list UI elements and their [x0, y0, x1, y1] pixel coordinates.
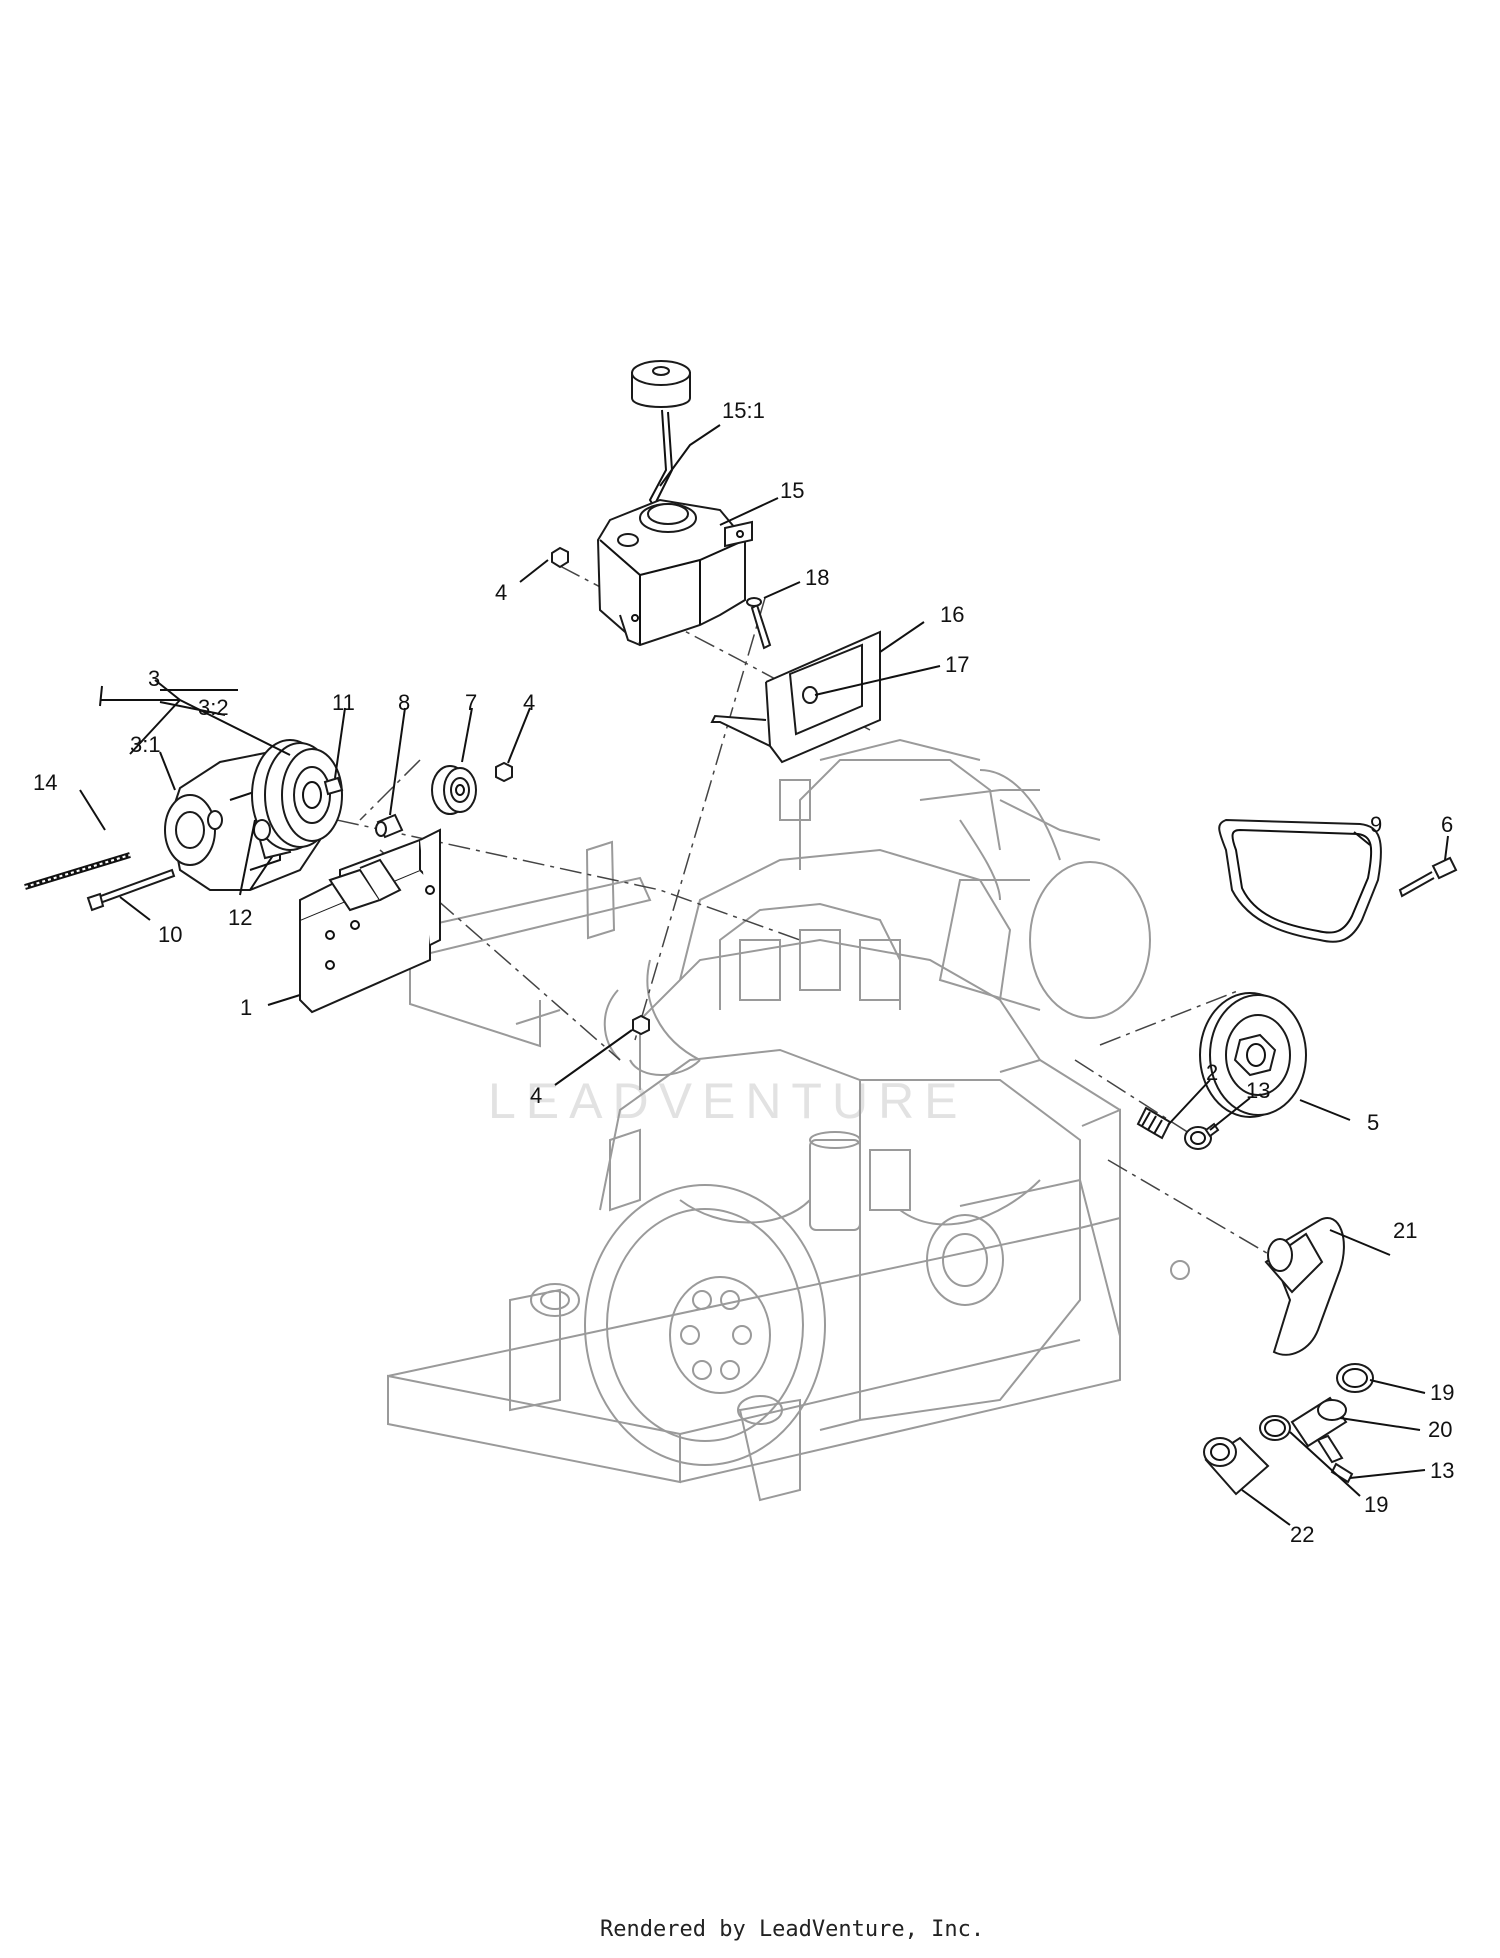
callout-11: 11 — [332, 690, 355, 715]
bracket-16 — [710, 630, 881, 764]
fitting-2 — [1136, 1106, 1172, 1140]
callout-1: 1 — [240, 995, 252, 1020]
callout-14: 14 — [33, 770, 57, 795]
callout-16: 16 — [940, 602, 964, 627]
bushing-8 — [375, 813, 404, 839]
tee-fitting-20 — [1290, 1396, 1348, 1464]
callout-4-upper: 4 — [523, 690, 535, 715]
washer-12 — [253, 819, 271, 841]
callout-8: 8 — [398, 690, 410, 715]
callout-4-top: 4 — [495, 580, 507, 605]
coolant-reservoir — [596, 498, 753, 647]
filler-cap-dipstick — [631, 360, 691, 511]
belt-9 — [1218, 818, 1382, 943]
pin-18 — [746, 597, 772, 650]
callout-labels: 15:1 15 4 18 16 17 3 3:2 3:1 14 10 12 11… — [33, 398, 1454, 1547]
callout-13-upper: 13 — [1246, 1078, 1270, 1103]
callout-19-lower: 19 — [1364, 1492, 1388, 1517]
compressor-assembly — [164, 739, 343, 891]
callout-15-1: 15:1 — [722, 398, 765, 423]
idler-pulley-7 — [431, 765, 477, 815]
callout-20: 20 — [1428, 1417, 1452, 1442]
callout-17: 17 — [945, 652, 969, 677]
callout-3-2: 3:2 — [198, 695, 229, 720]
callout-18: 18 — [805, 565, 829, 590]
nut-top — [551, 546, 569, 569]
callout-4-lower: 4 — [530, 1083, 542, 1108]
rod-14 — [24, 852, 131, 890]
callout-leaders — [79, 424, 1449, 1526]
hose-21 — [1264, 1217, 1345, 1356]
crank-pulley-5 — [1199, 992, 1307, 1118]
hose-clamp-19-upper — [1336, 1363, 1374, 1393]
bolt-11 — [323, 776, 344, 796]
mount-bracket-1 — [299, 828, 441, 1014]
callout-3-1: 3:1 — [130, 732, 161, 757]
callout-15: 15 — [780, 478, 804, 503]
callout-7: 7 — [465, 690, 477, 715]
grommet-17 — [802, 686, 818, 704]
callout-21: 21 — [1393, 1218, 1417, 1243]
callout-13-lower: 13 — [1430, 1458, 1454, 1483]
bolt-10 — [86, 868, 176, 912]
callout-3: 3 — [148, 666, 160, 691]
hose-22 — [1203, 1436, 1270, 1496]
callout-10: 10 — [158, 922, 182, 947]
callout-22: 22 — [1290, 1522, 1314, 1547]
footer-credit: Rendered by LeadVenture, Inc. — [600, 1917, 984, 1942]
callout-12: 12 — [228, 905, 252, 930]
callout-6: 6 — [1441, 812, 1453, 837]
hose-clamp-13-lower — [1330, 1462, 1354, 1484]
engine-block — [509, 738, 1151, 1502]
callout-19-upper: 19 — [1430, 1380, 1454, 1405]
nut-4-lower — [632, 1014, 650, 1036]
callout-9: 9 — [1370, 812, 1382, 837]
hose-clamp-19-lower — [1259, 1415, 1291, 1441]
callout-5: 5 — [1367, 1110, 1379, 1135]
callout-2: 2 — [1206, 1060, 1218, 1085]
bolt-6 — [1398, 856, 1458, 898]
watermark-text: LEADVENTURE — [488, 1073, 968, 1129]
nut-4-upper — [495, 761, 513, 783]
